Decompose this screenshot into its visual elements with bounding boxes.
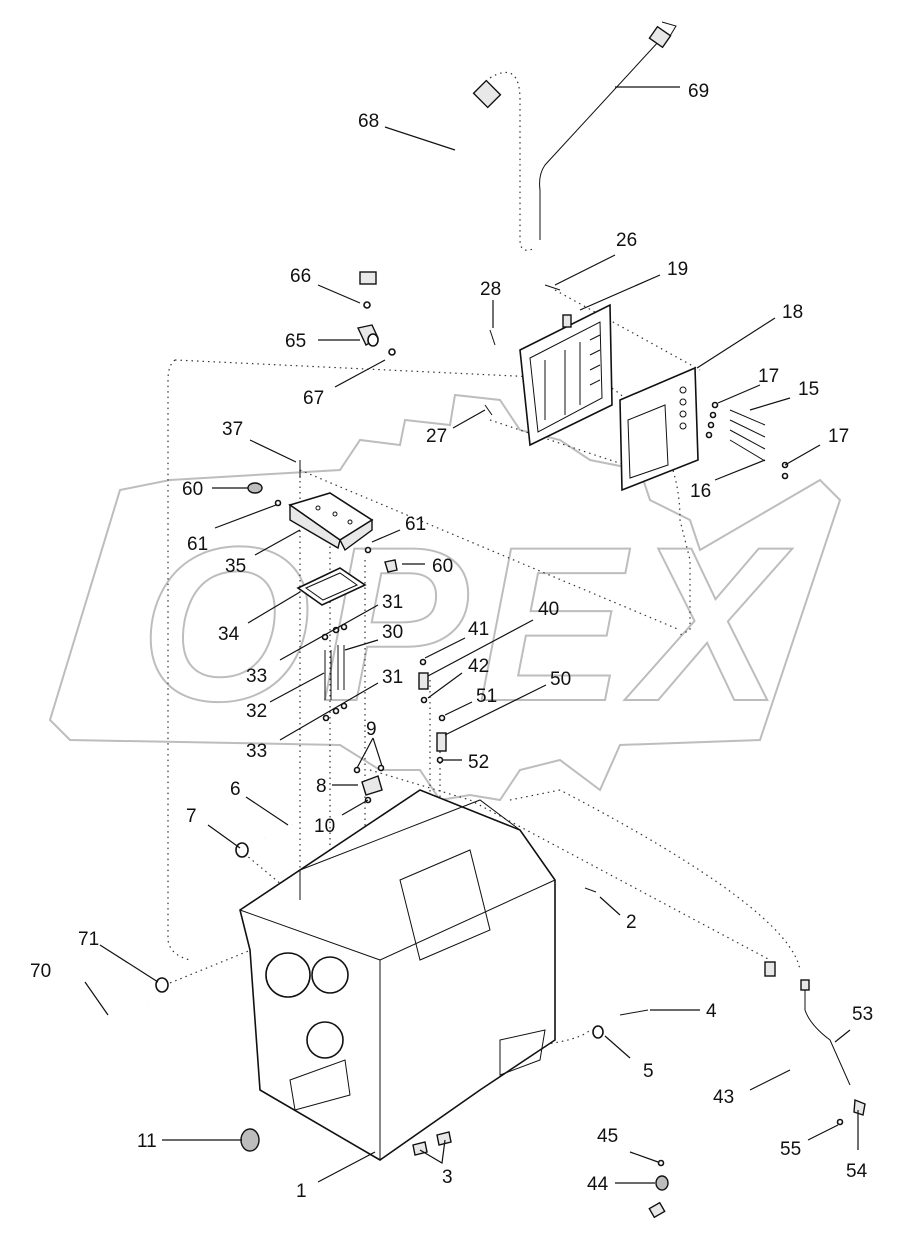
callout-30: 30: [382, 622, 403, 643]
callout-9: 9: [366, 719, 377, 740]
callout-43: 43: [713, 1087, 734, 1108]
bolt-6-washer-7: [235, 823, 293, 858]
callout-19: 19: [667, 259, 688, 280]
dipstick-69: [539, 21, 677, 240]
fittings-40-42-50-52: [418, 658, 447, 764]
callout-labels: 1 2 3 4 5 6 7 8 9 10 11 15 16 17 17 18 1…: [30, 81, 873, 1202]
fittings-65-67: [356, 301, 396, 356]
breather-tube-68: [359, 79, 502, 285]
callout-10: 10: [314, 816, 335, 837]
callout-32: 32: [246, 701, 267, 722]
callout-17a: 17: [758, 366, 779, 387]
callout-4: 4: [706, 1001, 717, 1022]
callout-33a: 33: [246, 666, 267, 687]
callout-1: 1: [296, 1181, 307, 1202]
callout-37: 37: [222, 419, 243, 440]
callout-51: 51: [476, 686, 497, 707]
callout-65: 65: [285, 331, 306, 352]
gasket-34: [296, 567, 367, 606]
callout-52: 52: [468, 752, 489, 773]
callout-33b: 33: [246, 741, 267, 762]
callout-18: 18: [782, 302, 803, 323]
callout-53: 53: [852, 1004, 873, 1025]
callout-31a: 31: [382, 592, 403, 613]
callout-35: 35: [225, 556, 246, 577]
oil-lines-43-53-54-55: [648, 961, 866, 1219]
callout-71: 71: [78, 929, 99, 950]
callout-44: 44: [587, 1174, 609, 1195]
callout-28: 28: [480, 279, 501, 300]
valve-body-19: [519, 303, 613, 447]
callout-68: 68: [358, 111, 379, 132]
callout-11: 11: [137, 1131, 157, 1152]
callout-34: 34: [218, 624, 240, 645]
callout-3: 3: [442, 1167, 453, 1188]
pins-15-16-17: [705, 401, 789, 480]
transmission-housing-1: [239, 789, 556, 1161]
callout-60b: 60: [432, 556, 453, 577]
callout-42: 42: [468, 656, 489, 677]
callout-55: 55: [780, 1139, 801, 1160]
callout-45: 45: [597, 1126, 618, 1147]
callout-66: 66: [290, 266, 311, 287]
gasket-18: [619, 366, 699, 492]
callout-27: 27: [426, 426, 447, 447]
callout-40: 40: [538, 599, 559, 620]
plugs-and-seals-37-60-61: [247, 460, 398, 573]
callout-54: 54: [846, 1161, 868, 1182]
callout-69: 69: [688, 81, 709, 102]
callout-7: 7: [186, 806, 197, 827]
callout-60a: 60: [182, 479, 203, 500]
callout-61b: 61: [405, 514, 426, 535]
callout-50: 50: [550, 669, 571, 690]
leader-lines: [84, 86, 859, 1184]
housing-fasteners-2-3-4-5-11-70-71: [107, 887, 649, 1156]
callout-67: 67: [303, 388, 324, 409]
bolts-26-27-28: [484, 284, 561, 416]
callout-31b: 31: [382, 667, 403, 688]
control-valve-35: [288, 492, 374, 552]
fittings-8-9-10: [353, 764, 385, 804]
callout-16: 16: [690, 481, 711, 502]
callout-17b: 17: [828, 426, 849, 447]
callout-15: 15: [798, 379, 819, 400]
callout-6: 6: [230, 779, 241, 800]
callout-5: 5: [643, 1061, 654, 1082]
callout-41: 41: [468, 619, 489, 640]
callout-2: 2: [626, 912, 637, 933]
callout-61a: 61: [187, 534, 208, 555]
watermark-gear: [48, 393, 842, 802]
callout-70: 70: [30, 961, 51, 982]
callout-8: 8: [316, 776, 327, 797]
callout-26: 26: [616, 230, 637, 251]
